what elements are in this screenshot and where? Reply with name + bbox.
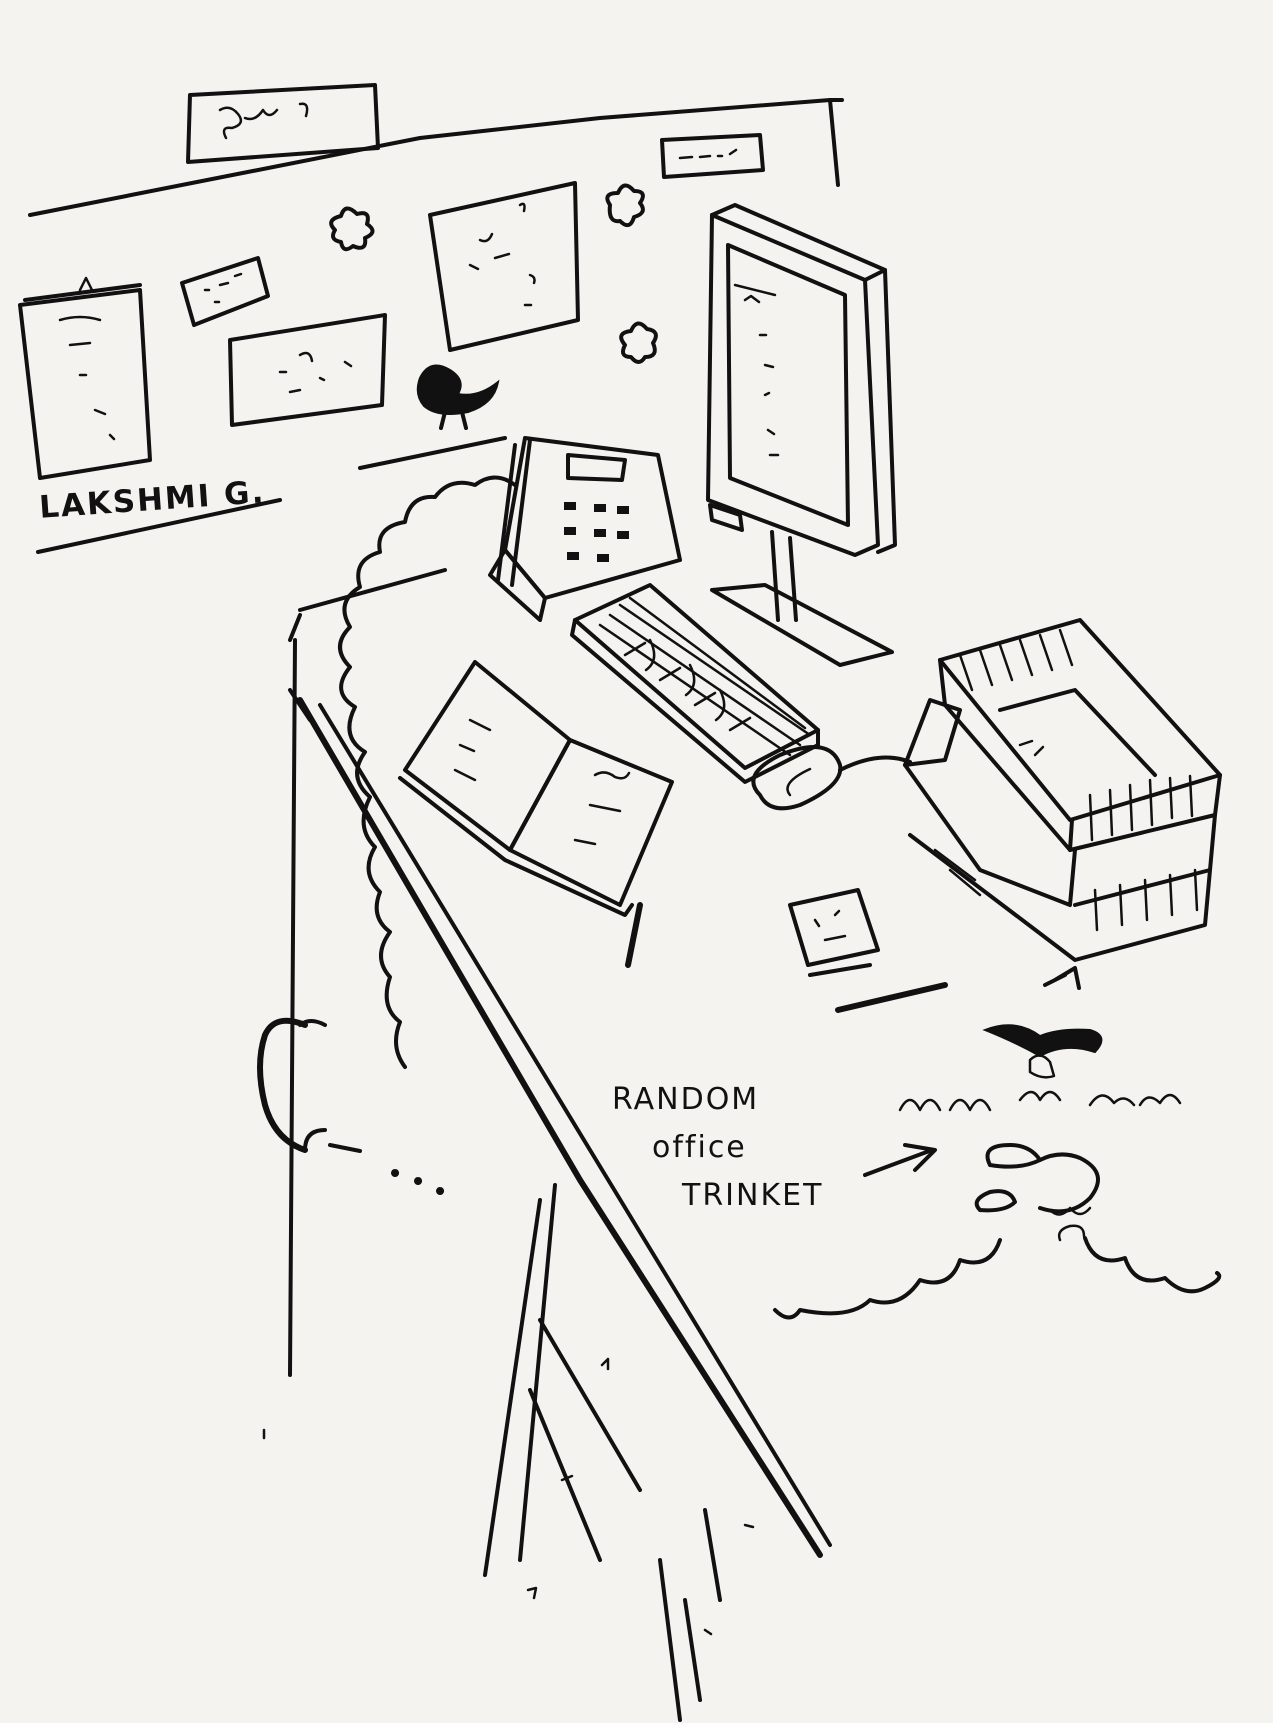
arrow-icon <box>863 1143 937 1177</box>
desk-card <box>788 888 880 977</box>
desk-mark-1 <box>625 902 643 968</box>
flower-doodles <box>329 183 658 364</box>
computer-monitor-icon <box>706 203 897 557</box>
open-book-icon <box>398 660 674 917</box>
telephone-handset-icon <box>257 1017 445 1195</box>
document-trays-icon <box>903 618 1222 962</box>
name-underline <box>36 498 282 554</box>
desk-body <box>288 568 832 1722</box>
desk-mark-2 <box>835 982 948 1013</box>
wall-plaque <box>660 133 765 179</box>
pinned-paper-large <box>428 181 580 352</box>
wall-right-edge <box>828 98 840 187</box>
monitor-stand <box>710 530 894 667</box>
trinket-annotation: RANDOM office TRINKET <box>612 1076 823 1220</box>
mouse-icon <box>751 745 912 811</box>
pinned-paper-left <box>18 276 152 480</box>
person-silhouette <box>262 475 517 1440</box>
keyboard-icon <box>570 583 820 784</box>
bird-figurine <box>358 364 507 470</box>
telephone-icon <box>488 436 682 622</box>
pinned-card <box>180 256 270 327</box>
annotation-line-3: TRINKET <box>682 1178 824 1213</box>
office-trinket <box>773 966 1222 1320</box>
annotation-line-2: office <box>652 1130 747 1165</box>
annotation-line-1: RANDOM <box>612 1082 760 1117</box>
wall-top-edge <box>28 98 844 217</box>
pinned-paper-middle <box>228 313 387 427</box>
